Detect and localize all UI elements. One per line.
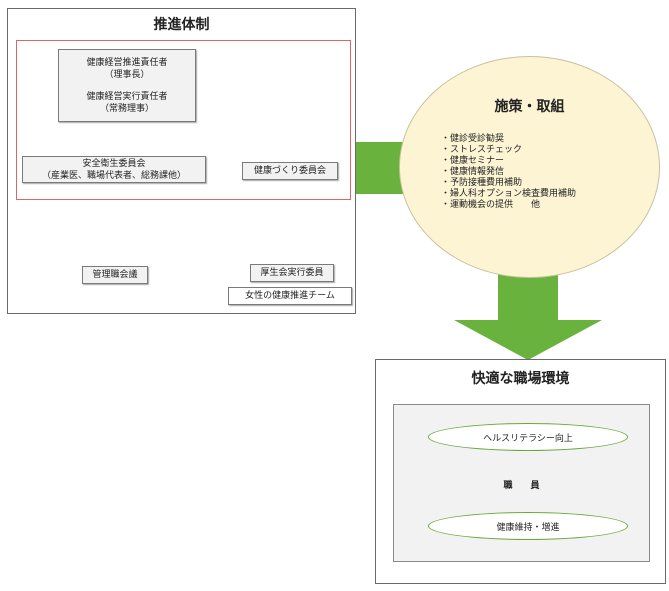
measures-title: 施策・取組 bbox=[494, 99, 565, 115]
executive-role: （常務理事） bbox=[99, 103, 154, 114]
measure-item: 健康情報発信 bbox=[441, 167, 641, 178]
measure-item: ストレスチェック bbox=[441, 145, 641, 156]
structure-title: 推進体制 bbox=[153, 17, 210, 33]
health-maintenance-oval: 健康維持・増進 bbox=[428, 512, 628, 540]
executive-title: 健康経営実行責任者 bbox=[86, 91, 168, 102]
safety-committee-members: （産業医、職場代表者、総務課他） bbox=[41, 170, 186, 181]
management-meeting-box: 管理職会議 bbox=[82, 266, 148, 284]
safety-committee-title: 安全衛生委員会 bbox=[82, 158, 146, 169]
health-committee-box: 健康づくり委員会 bbox=[242, 162, 338, 180]
welfare-committee-box: 厚生会実行委員 bbox=[250, 264, 334, 282]
manager-title: 健康経営推進責任者 bbox=[86, 57, 168, 68]
management-box: 健康経営推進責任者 （理事長） 健康経営実行責任者 （常務理事） bbox=[58, 49, 196, 122]
measure-item: 健康セミナー bbox=[441, 156, 641, 167]
measure-item: 健診受診勧奨 bbox=[441, 134, 641, 145]
measure-item: 運動機会の提供 他 bbox=[441, 200, 641, 211]
manager-role: （理事長） bbox=[104, 69, 150, 80]
environment-title: 快適な職場環境 bbox=[471, 371, 570, 387]
staff-label: 職 員 bbox=[503, 481, 540, 491]
safety-committee-box: 安全衛生委員会 （産業医、職場代表者、総務課他） bbox=[22, 156, 206, 183]
core-group-border bbox=[16, 40, 351, 200]
measures-to-environment-arrow bbox=[454, 272, 602, 360]
women-health-team-box: 女性の健康推進チーム bbox=[228, 287, 352, 305]
measures-list: 健診受診勧奨 ストレスチェック 健康セミナー 健康情報発信 予防接種費用補助 婦… bbox=[441, 134, 641, 211]
measure-item: 婦人科オプション検査費用補助 bbox=[441, 189, 641, 200]
health-literacy-oval: ヘルスリテラシー向上 bbox=[428, 423, 628, 451]
measure-item: 予防接種費用補助 bbox=[441, 178, 641, 189]
